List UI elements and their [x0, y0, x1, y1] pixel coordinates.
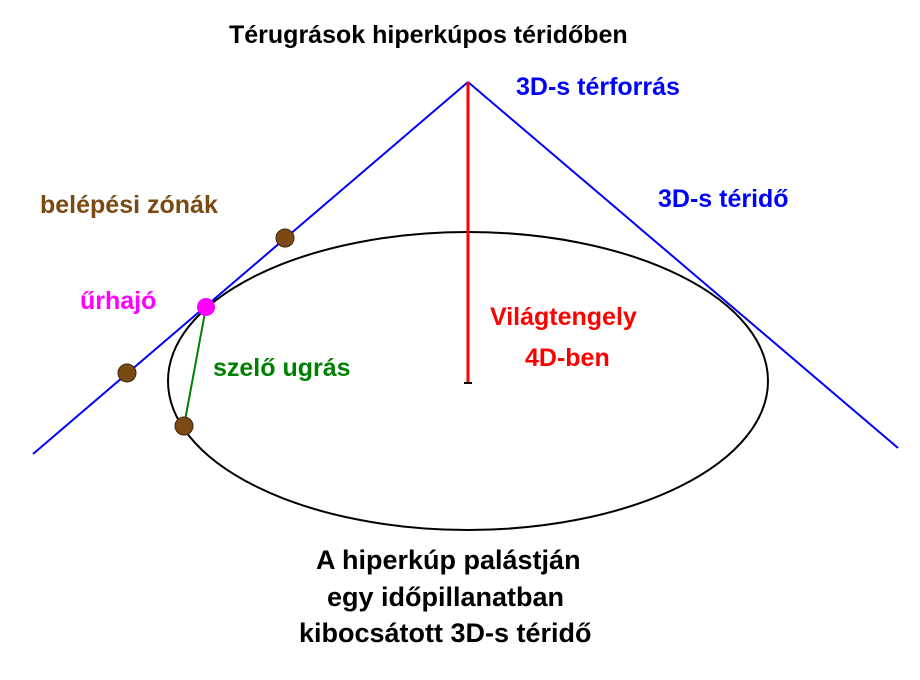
- entry-zone-dot-left: [117, 363, 137, 383]
- entry-zone-dot-lower: [174, 416, 194, 436]
- secant-jump-label: szelő ugrás: [213, 354, 351, 382]
- diagram-title: Térugrások hiperkúpos téridőben: [229, 21, 628, 49]
- caption-line-1: A hiperkúp palástján: [316, 545, 581, 575]
- cone-right-edge: [467, 81, 899, 449]
- caption-line-2: egy időpillanatban: [327, 582, 565, 612]
- secant-jump-line: [183, 306, 207, 427]
- caption-line-3: kibocsátott 3D-s téridő: [299, 618, 592, 648]
- entry-zone-dot-upper: [275, 228, 295, 248]
- space-source-label: 3D-s térforrás: [516, 73, 680, 101]
- spaceship-label: űrhajó: [80, 287, 157, 315]
- world-axis-label-line1: Világtengely: [490, 303, 637, 331]
- world-axis-label-line2: 4D-ben: [525, 344, 610, 372]
- spaceship-dot: [197, 298, 215, 316]
- entry-zones-label: belépési zónák: [40, 191, 218, 219]
- cone-left-edge: [32, 81, 469, 455]
- spacetime-label: 3D-s téridő: [658, 185, 789, 213]
